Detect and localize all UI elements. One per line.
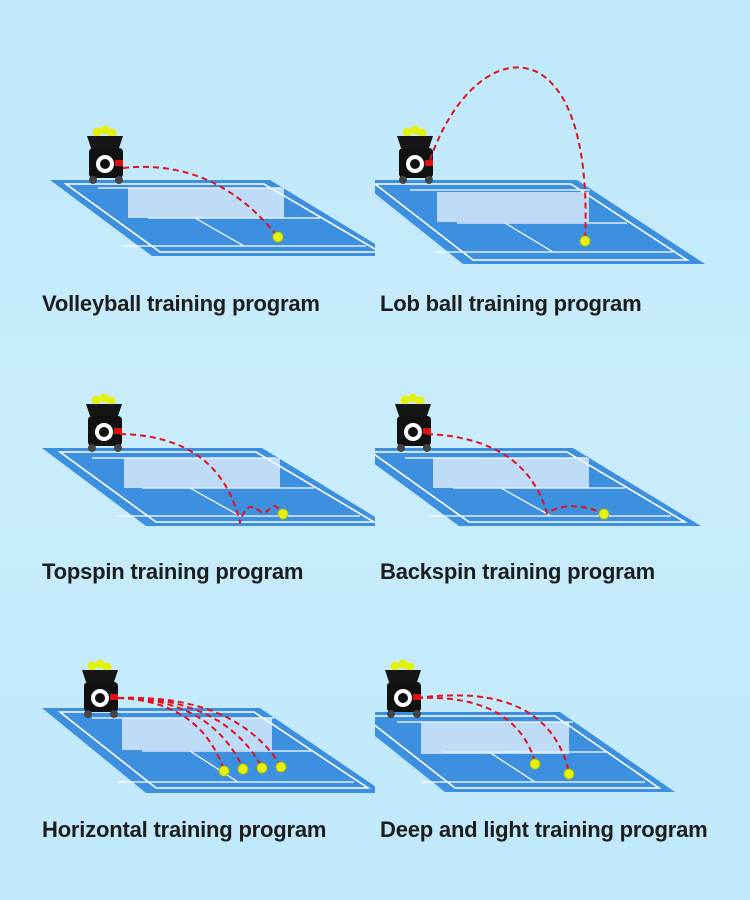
ball-trajectory bbox=[122, 165, 279, 238]
tennis-ball-icon bbox=[598, 508, 610, 520]
net bbox=[433, 458, 589, 488]
tennis-ball-machine-icon bbox=[385, 659, 421, 718]
tennis-ball-icon bbox=[237, 763, 249, 775]
program-label: Horizontal training program bbox=[42, 817, 327, 842]
tennis-ball-machine-icon bbox=[395, 393, 431, 452]
court-scene-lob bbox=[375, 66, 705, 264]
program-label: Volleyball training program bbox=[42, 291, 320, 316]
net bbox=[122, 718, 272, 750]
tennis-ball-icon bbox=[272, 231, 284, 243]
program-label: Topspin training program bbox=[42, 559, 304, 584]
program-card-topspin: Topspin training program bbox=[0, 268, 375, 584]
ball-trajectory bbox=[429, 66, 587, 241]
tennis-ball-icon bbox=[277, 508, 289, 520]
tennis-ball-icon bbox=[218, 765, 230, 777]
tennis-ball-machine-icon bbox=[87, 125, 123, 184]
net bbox=[421, 722, 569, 754]
court-scene-backspin bbox=[375, 393, 701, 526]
tennis-ball-icon bbox=[529, 758, 541, 770]
tennis-ball-icon bbox=[256, 762, 268, 774]
net bbox=[128, 188, 284, 218]
tennis-ball-machine-icon bbox=[86, 393, 122, 452]
tennis-ball-machine-icon bbox=[397, 125, 433, 184]
tennis-ball-icon bbox=[275, 761, 287, 773]
program-card-horizontal: Horizontal training program bbox=[0, 526, 375, 842]
tennis-ball-machine-icon bbox=[82, 659, 118, 718]
ball-trajectory bbox=[119, 433, 283, 524]
program-label: Lob ball training program bbox=[380, 291, 642, 316]
court-scene-volleyball bbox=[50, 125, 375, 256]
court-scene-horizontal bbox=[42, 659, 375, 793]
program-card-lob: Lob ball training program bbox=[375, 0, 750, 316]
program-card-backspin: Backspin training program bbox=[375, 268, 750, 584]
ball-trajectories bbox=[117, 696, 282, 771]
court-scene-topspin bbox=[42, 393, 375, 526]
tennis-ball-icon bbox=[563, 768, 575, 780]
net bbox=[124, 458, 280, 488]
ball-trajectories bbox=[416, 694, 570, 773]
program-card-deep-and-light: Deep and light training program bbox=[375, 526, 750, 842]
program-label: Backspin training program bbox=[380, 559, 655, 584]
program-label: Deep and light training program bbox=[380, 817, 708, 842]
tennis-ball-icon bbox=[579, 235, 591, 247]
net bbox=[437, 192, 589, 222]
program-card-volleyball: Volleyball training program bbox=[0, 0, 375, 316]
ball-trajectory bbox=[426, 433, 601, 515]
court-scene-deep-and-light bbox=[375, 659, 675, 792]
